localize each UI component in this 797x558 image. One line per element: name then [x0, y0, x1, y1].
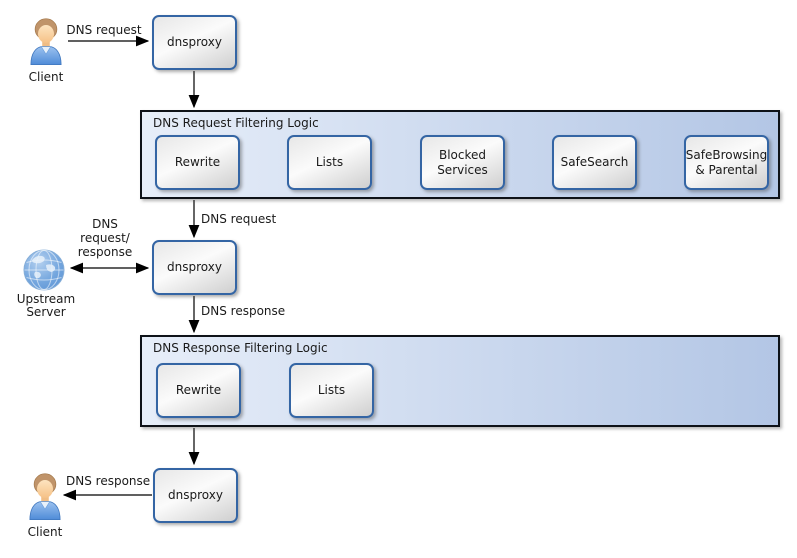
group-dns-request-filtering: DNS Request Filtering Logic Rewrite List…: [140, 110, 780, 199]
node-dnsproxy-middle: dnsproxy: [152, 240, 237, 295]
edge-label-dns-response-mid: DNS response: [201, 304, 286, 318]
filter-box-rewrite: Rewrite: [156, 363, 241, 418]
group-dns-response-filtering: DNS Response Filtering Logic Rewrite Lis…: [140, 335, 780, 427]
group-title: DNS Request Filtering Logic: [153, 116, 319, 130]
filter-box-lists: Lists: [289, 363, 374, 418]
node-dnsproxy-bottom: dnsproxy: [153, 468, 238, 523]
filter-box-blocked-services: Blocked Services: [420, 135, 505, 190]
edge-label-dns-request-response: DNS request/ response: [77, 217, 133, 259]
edge-label-dns-request-top: DNS request: [66, 23, 142, 37]
client-icon: [28, 470, 62, 526]
filter-box-safebrowsing: SafeBrowsing & Parental: [684, 135, 769, 190]
filter-box-safesearch: SafeSearch: [552, 135, 637, 190]
client-icon: [29, 15, 63, 71]
node-dnsproxy-top: dnsproxy: [152, 15, 237, 70]
filter-box-lists: Lists: [287, 135, 372, 190]
client-label: Client: [28, 70, 64, 84]
edge-label-dns-response-bottom: DNS response: [66, 474, 151, 488]
globe-icon: [22, 248, 66, 296]
group-title: DNS Response Filtering Logic: [153, 341, 328, 355]
client-label: Client: [27, 525, 63, 539]
upstream-server-label: Upstream Server: [16, 292, 76, 320]
filter-box-rewrite: Rewrite: [155, 135, 240, 190]
edge-label-dns-request-mid: DNS request: [201, 212, 277, 226]
